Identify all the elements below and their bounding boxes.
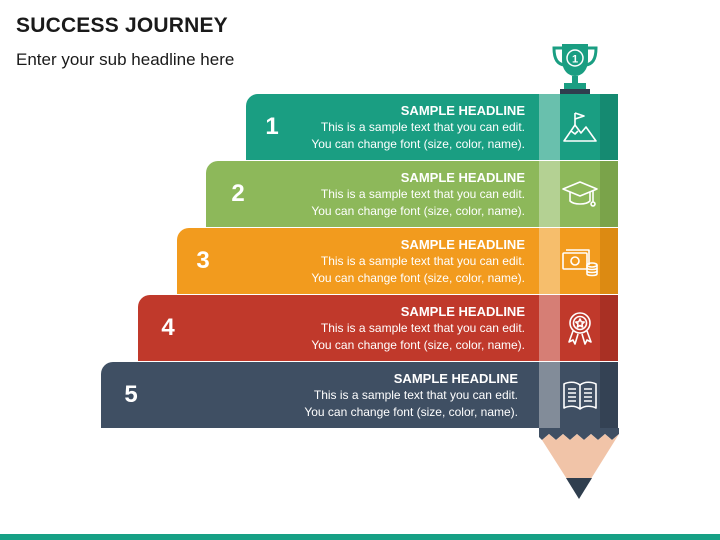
step-1-headline: SAMPLE HEADLINE xyxy=(400,103,525,118)
step-3-number: 3 xyxy=(196,247,210,274)
step-3-text-block: SAMPLE HEADLINE This is a sample text th… xyxy=(311,236,525,287)
mountain-flag-icon xyxy=(563,112,597,142)
step-1-line-1: This is a sample text that you can edit. xyxy=(320,120,525,134)
step-2-headline: SAMPLE HEADLINE xyxy=(400,170,525,185)
step-1-pencil-edge xyxy=(600,94,618,160)
svg-text:1: 1 xyxy=(572,54,578,66)
step-3-pencil-edge xyxy=(600,228,618,294)
step-1-line-2: You can change font (size, color, name). xyxy=(311,137,525,151)
step-2-line-1: This is a sample text that you can edit. xyxy=(320,187,525,201)
step-4-pencil-edge xyxy=(600,295,618,361)
step-5-headline: SAMPLE HEADLINE xyxy=(393,371,518,386)
step-4-line-2: You can change font (size, color, name). xyxy=(311,338,525,352)
step-3-bar: 3 SAMPLE HEADLINE This is a sample text … xyxy=(177,228,618,294)
step-5-bar: 5 SAMPLE HEADLINE This is a sample text … xyxy=(101,362,618,428)
step-2-pencil-edge xyxy=(600,161,618,227)
step-1-text-block: SAMPLE HEADLINE This is a sample text th… xyxy=(311,102,525,153)
step-5-highlight-band xyxy=(539,362,560,428)
step-3-highlight-band xyxy=(539,228,560,294)
step-5-number: 5 xyxy=(124,381,138,408)
step-4-headline: SAMPLE HEADLINE xyxy=(400,304,525,319)
step-3-headline: SAMPLE HEADLINE xyxy=(400,237,525,252)
step-5-text-block: SAMPLE HEADLINE This is a sample text th… xyxy=(304,370,518,421)
step-5-line-1: This is a sample text that you can edit. xyxy=(313,388,518,402)
step-1-highlight-band xyxy=(539,94,560,160)
step-1-number: 1 xyxy=(265,113,279,140)
step-5-pencil-edge xyxy=(600,362,618,428)
page-title: SUCCESS JOURNEY xyxy=(16,14,228,37)
step-3-line-1: This is a sample text that you can edit. xyxy=(320,254,525,268)
open-book-icon xyxy=(563,381,597,410)
footer-bar xyxy=(0,534,720,540)
step-1-bar: 1 SAMPLE HEADLINE This is a sample text … xyxy=(246,94,618,160)
graduation-cap-icon xyxy=(562,181,598,207)
page-subtitle: Enter your sub headline here xyxy=(16,50,235,69)
step-3-line-2: You can change font (size, color, name). xyxy=(311,271,525,285)
step-4-highlight-band xyxy=(539,295,560,361)
step-4-bar: 4 SAMPLE HEADLINE This is a sample text … xyxy=(138,295,618,361)
step-2-number: 2 xyxy=(231,180,245,207)
step-2-bar: 2 SAMPLE HEADLINE This is a sample text … xyxy=(206,161,618,227)
step-4-number: 4 xyxy=(161,314,175,341)
money-coins-icon xyxy=(562,249,598,277)
award-ribbon-icon xyxy=(568,312,592,345)
step-2-text-block: SAMPLE HEADLINE This is a sample text th… xyxy=(311,169,525,220)
trophy-icon: 1 xyxy=(552,44,598,94)
step-4-line-1: This is a sample text that you can edit. xyxy=(320,321,525,335)
step-2-highlight-band xyxy=(539,161,560,227)
step-2-line-2: You can change font (size, color, name). xyxy=(311,204,525,218)
step-4-text-block: SAMPLE HEADLINE This is a sample text th… xyxy=(311,303,525,354)
pencil-tip-icon xyxy=(539,428,619,499)
step-5-line-2: You can change font (size, color, name). xyxy=(304,405,518,419)
